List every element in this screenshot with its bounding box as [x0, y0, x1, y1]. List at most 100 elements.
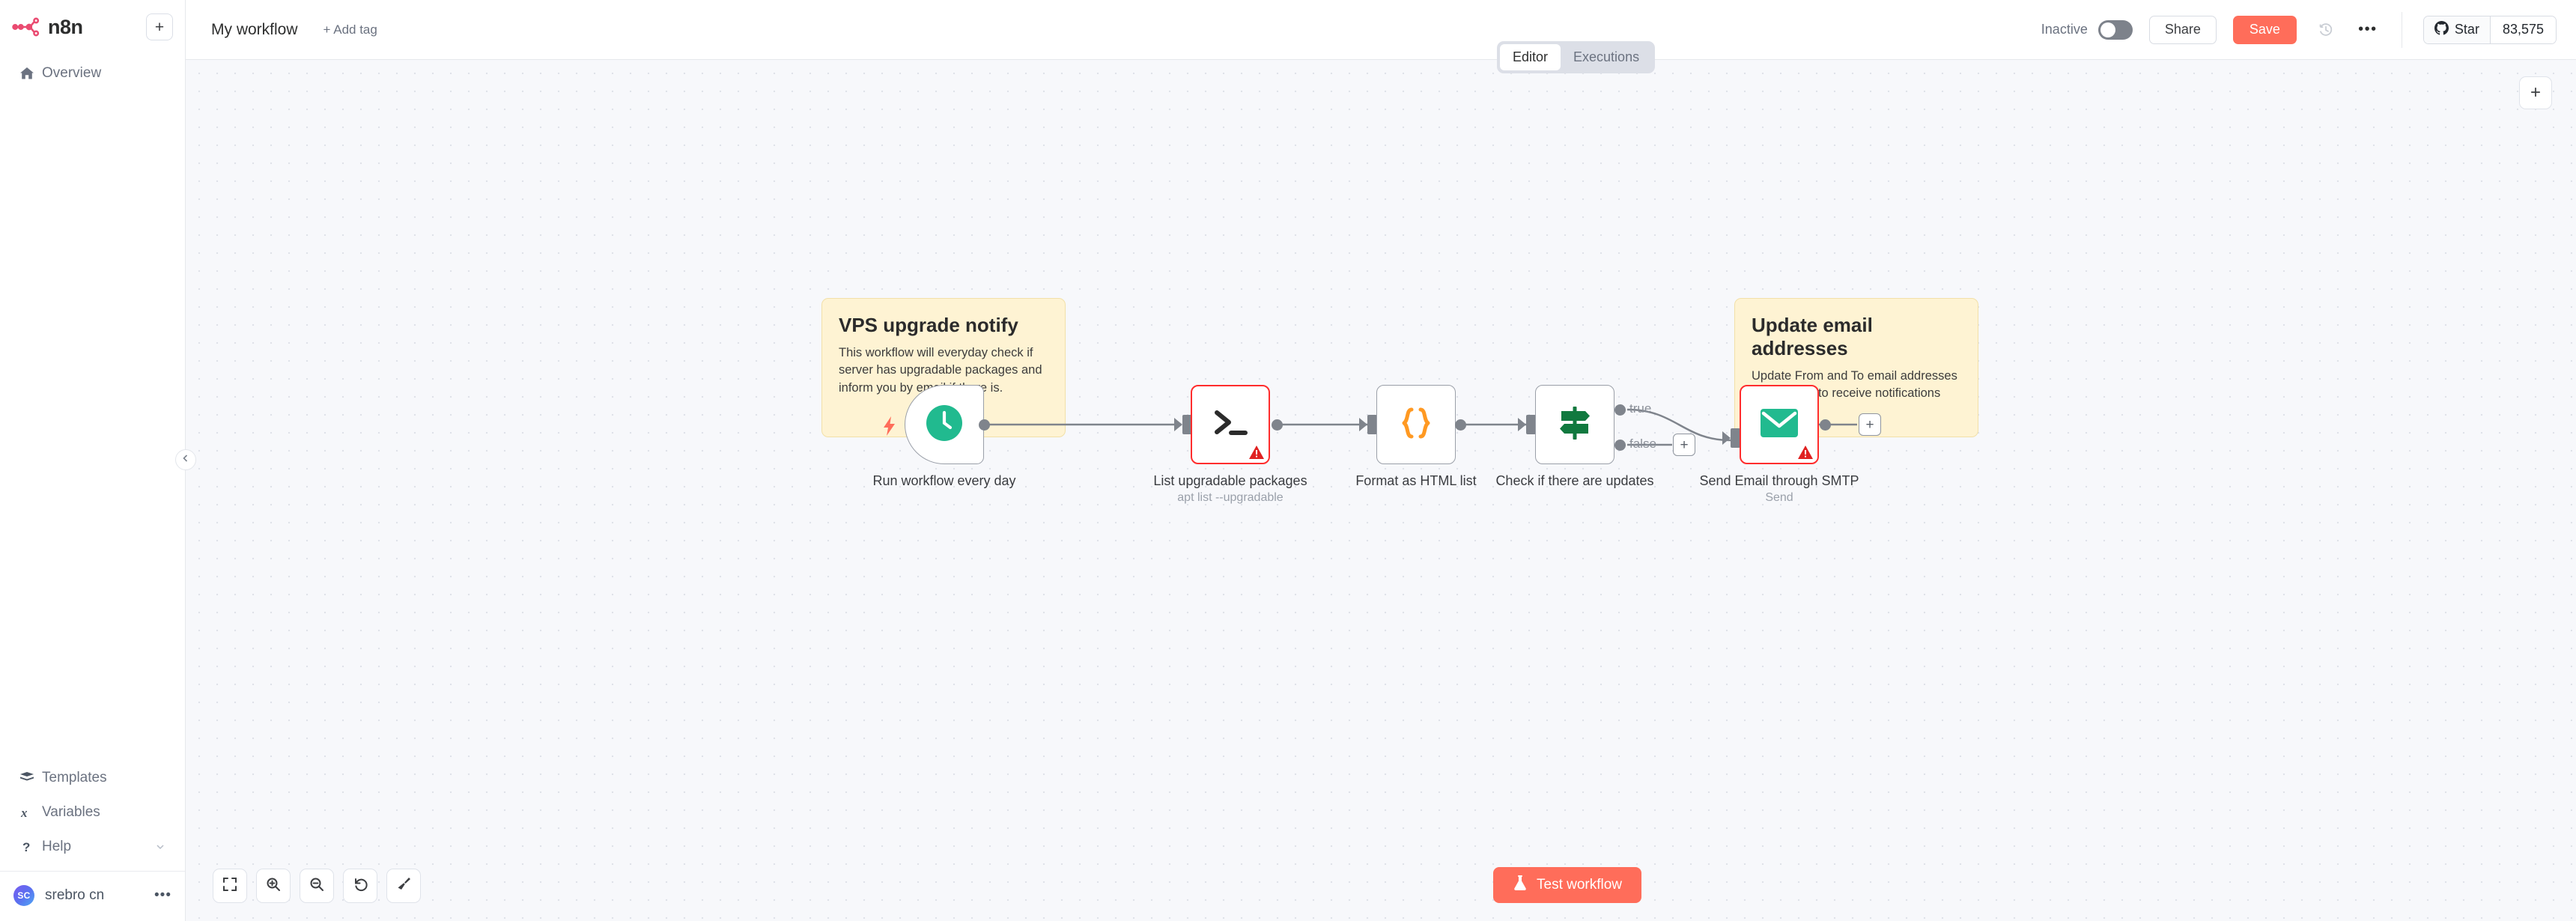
add-node-stub-after-email[interactable]: + — [1859, 413, 1881, 436]
toggle-knob — [2100, 22, 2115, 37]
plus-icon: + — [2530, 82, 2541, 103]
node-input-endpoint[interactable] — [1182, 415, 1192, 434]
node-list-upgradable-packages[interactable] — [1191, 385, 1270, 464]
node-run-workflow-every-day[interactable] — [905, 385, 984, 464]
node-input-endpoint[interactable] — [1526, 415, 1536, 434]
node-caption: Send Email through SMTP — [1699, 473, 1859, 488]
sidebar-footer: Templates x Variables ? Help — [0, 760, 185, 921]
reset-zoom-button[interactable] — [343, 869, 377, 903]
toggle-switch[interactable] — [2097, 19, 2133, 40]
code-braces-icon — [1397, 405, 1435, 445]
node-output-endpoint[interactable] — [1455, 419, 1466, 431]
zoom-to-fit-button[interactable] — [213, 869, 247, 903]
node-subcaption: apt list --upgradable — [1177, 491, 1284, 504]
logo-row: n8n + — [12, 10, 173, 43]
sidebar-collapse-button[interactable] — [175, 449, 196, 470]
sidebar-item-variables[interactable]: x Variables — [6, 796, 179, 829]
sticky-note[interactable]: VPS upgrade notify This workflow will ev… — [821, 298, 1066, 437]
user-menu[interactable]: SC srebro cn ••• — [0, 876, 185, 915]
github-star-label: Star — [2454, 22, 2479, 37]
node-caption: Check if there are updates — [1495, 473, 1654, 488]
brand-name: n8n — [48, 15, 83, 38]
plus-icon: + — [154, 18, 165, 36]
editor-tabs: Editor Executions — [1497, 41, 1656, 73]
workflow-topbar: My workflow + Add tag Inactive Share Sav… — [186, 0, 2576, 60]
sidebar-item-overview[interactable]: Overview — [6, 57, 179, 90]
github-star-button[interactable]: Star 83,575 — [2422, 15, 2557, 44]
workflow-node: Send Email through SMTP Send — [1699, 385, 1859, 504]
ellipsis-icon: ••• — [2358, 21, 2378, 37]
history-clock-icon[interactable] — [2313, 17, 2339, 43]
github-star-left: Star — [2423, 16, 2490, 43]
zoom-in-button[interactable] — [256, 869, 291, 903]
save-button[interactable]: Save — [2232, 15, 2297, 44]
node-input-arrow — [1722, 431, 1731, 445]
sidebar-item-label: Variables — [42, 804, 100, 820]
branch-label-false: false — [1629, 437, 1656, 451]
tidy-up-button[interactable] — [386, 869, 421, 903]
github-icon — [2434, 20, 2449, 39]
sidebar-item-label: Help — [42, 839, 72, 854]
workflow-title[interactable]: My workflow — [211, 20, 298, 38]
node-output-endpoint[interactable] — [979, 419, 990, 431]
ellipsis-icon[interactable]: ••• — [154, 887, 171, 903]
terminal-icon — [1211, 406, 1250, 444]
workflow-node: true false Check if there are updates — [1495, 385, 1656, 488]
tab-executions[interactable]: Executions — [1573, 49, 1640, 64]
tab-editor[interactable]: Editor — [1500, 44, 1561, 70]
zoom-out-button[interactable] — [300, 869, 334, 903]
workflow-active-toggle[interactable]: Inactive — [2041, 19, 2133, 40]
variables-x-icon: x — [19, 805, 42, 820]
workflow-canvas[interactable]: + VPS upgrade notify This workflow will … — [186, 60, 2576, 921]
new-workflow-button[interactable]: + — [146, 13, 173, 40]
node-format-as-html-list[interactable] — [1376, 385, 1456, 464]
main-sidebar: n8n + Overview — [0, 0, 186, 921]
canvas-controls — [213, 869, 421, 903]
avatar: SC — [13, 885, 34, 906]
test-workflow-button[interactable]: Test workflow — [1493, 867, 1642, 903]
node-caption: List upgradable packages — [1153, 473, 1307, 488]
node-output-endpoint-false[interactable] — [1614, 440, 1626, 451]
github-star-count: 83,575 — [2489, 16, 2556, 43]
workflow-node: List upgradable packages apt list --upgr… — [1153, 385, 1307, 504]
node-input-endpoint[interactable] — [1731, 428, 1740, 448]
node-subcaption: Send — [1765, 491, 1793, 504]
user-name: srebro cn — [45, 887, 105, 903]
broom-icon — [396, 876, 412, 896]
sidebar-item-help[interactable]: ? Help — [6, 830, 179, 863]
node-output-endpoint[interactable] — [1820, 419, 1831, 431]
share-button[interactable]: Share — [2148, 15, 2217, 44]
sticky-note-body: This workflow will everyday check if ser… — [839, 346, 1042, 395]
fit-screen-icon — [222, 877, 237, 896]
node-send-email-through-smtp[interactable] — [1740, 385, 1819, 464]
connection-wires — [984, 408, 1857, 446]
sidebar-nav: Overview — [0, 55, 185, 91]
templates-box-icon — [19, 771, 42, 785]
node-input-arrow — [1174, 418, 1182, 431]
editor-main: My workflow + Add tag Inactive Share Sav… — [186, 0, 2576, 921]
workflow-node: Run workflow every day — [872, 385, 1016, 488]
sticky-note-title: VPS upgrade notify — [839, 314, 1018, 336]
node-output-endpoint[interactable] — [1272, 419, 1283, 431]
chevron-down-icon — [155, 842, 165, 852]
node-input-arrow — [1518, 418, 1526, 431]
add-node-stub-false-branch[interactable]: + — [1673, 434, 1695, 456]
sidebar-spacer — [0, 91, 185, 760]
node-output-endpoint-true[interactable] — [1614, 404, 1626, 416]
workflow-node: Format as HTML list — [1355, 385, 1477, 488]
topbar-actions: Inactive Share Save ••• — [2041, 11, 2557, 48]
add-tag-button[interactable]: + Add tag — [323, 22, 377, 37]
n8n-logo-icon — [12, 16, 45, 37]
sidebar-item-templates[interactable]: Templates — [6, 762, 179, 794]
node-check-if-there-are-updates[interactable] — [1535, 385, 1614, 464]
node-input-endpoint[interactable] — [1367, 415, 1377, 434]
plus-icon: + — [1680, 437, 1689, 453]
svg-text:?: ? — [22, 840, 30, 854]
magnifier-plus-icon — [266, 877, 281, 896]
node-caption: Run workflow every day — [872, 473, 1016, 488]
plus-icon: + — [1865, 416, 1874, 433]
canvas-add-node-button[interactable]: + — [2519, 76, 2552, 109]
home-icon — [19, 66, 42, 81]
workflow-more-menu[interactable]: ••• — [2355, 17, 2381, 43]
active-state-label: Inactive — [2041, 22, 2088, 37]
